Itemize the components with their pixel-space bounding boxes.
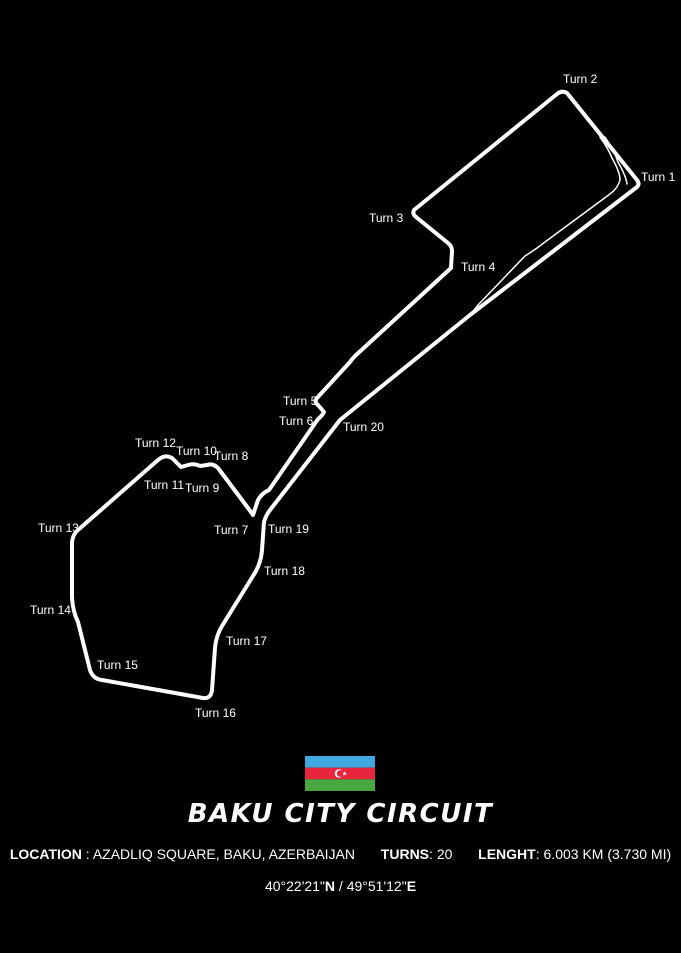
turn-8-label: Turn 8 (214, 449, 249, 463)
turn-1-label: Turn 1 (641, 170, 676, 184)
location-separator: : (81, 846, 93, 862)
location-label: LOCATION (9, 846, 82, 862)
circuit-map: Turn 1 Turn 2 Turn 3 Turn 4 Turn 5 Turn … (30, 72, 676, 720)
turn-2-label: Turn 2 (563, 72, 598, 86)
turns-label: TURNS (380, 846, 430, 862)
turn-19-label: Turn 19 (268, 522, 309, 536)
turn-6-label: Turn 6 (279, 414, 314, 428)
turns-value: 20 (436, 846, 453, 862)
length-label: LENGHT (478, 846, 536, 862)
turn-7-label: Turn 7 (214, 523, 249, 537)
pit-lane-right (604, 136, 628, 185)
turn-17-label: Turn 17 (226, 634, 267, 648)
circuit-title: BAKU CITY CIRCUIT (187, 799, 494, 829)
turn-11-label: Turn 11 (144, 478, 184, 492)
turn-13-label: Turn 13 (38, 521, 79, 535)
length-separator: : (535, 846, 544, 862)
track-outline (70, 89, 641, 701)
turn-20-label: Turn 20 (343, 420, 384, 434)
turns-separator: : (429, 846, 437, 862)
turn-16-label: Turn 16 (195, 706, 236, 720)
coordinate-separator: / (335, 878, 347, 894)
turn-12-label: Turn 12 (135, 436, 176, 450)
pit-lane (469, 136, 621, 316)
turn-15-label: Turn 15 (97, 658, 138, 672)
turn-14-label: Turn 14 (30, 603, 71, 617)
turn-10-label: Turn 10 (176, 444, 217, 458)
turn-4-label: Turn 4 (461, 260, 496, 274)
circuit-info-line: LOCATION : AZADLIQ SQUARE, BAKU, AZERBAI… (0, 846, 681, 862)
longitude-value: 49°51'12" (346, 878, 407, 894)
azerbaijan-flag-icon (305, 756, 375, 791)
location-value: AZADLIQ SQUARE, BAKU, AZERBAIJAN (92, 846, 356, 862)
coordinates: 40°22'21"N / 49°51'12"E (0, 878, 681, 894)
length-value: 6.003 KM (3.730 MI) (543, 846, 672, 862)
turn-9-label: Turn 9 (185, 481, 220, 495)
latitude-value: 40°22'21" (264, 878, 325, 894)
turn-18-label: Turn 18 (264, 564, 305, 578)
longitude-direction: E (406, 878, 417, 894)
latitude-direction: N (324, 878, 336, 894)
turn-5-label: Turn 5 (283, 394, 318, 408)
turn-3-label: Turn 3 (369, 211, 404, 225)
